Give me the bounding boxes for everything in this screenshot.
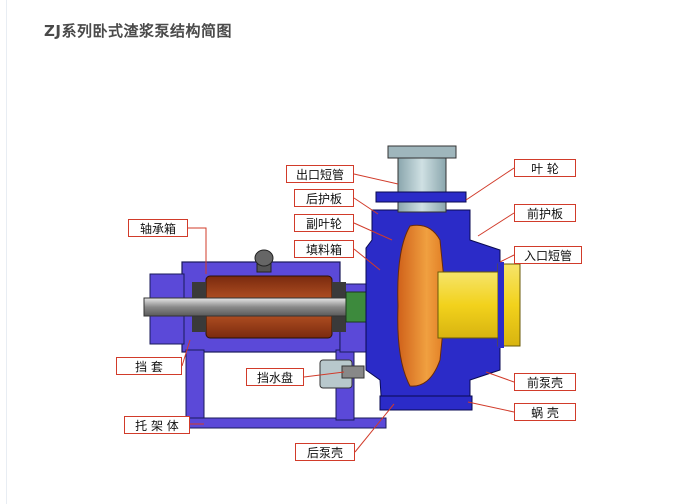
label-outlet-pipe: 出口短管 <box>286 165 354 183</box>
lifting-eye <box>254 249 274 273</box>
diagram-title: ZJ系列卧式渣浆泵结构简图 <box>44 22 232 40</box>
label-volute: 蜗 壳 <box>514 403 576 421</box>
label-aux-impeller: 副叶轮 <box>294 214 354 232</box>
label-front-guard: 前护板 <box>514 204 576 222</box>
label-rear-casing: 后泵壳 <box>295 443 355 461</box>
impeller-body <box>397 224 447 387</box>
label-sleeve: 挡 套 <box>116 357 182 375</box>
outlet-pipe <box>375 145 467 213</box>
label-front-casing: 前泵壳 <box>514 373 576 391</box>
label-packing-box: 填料箱 <box>294 240 354 258</box>
label-impeller: 叶 轮 <box>514 159 576 177</box>
leader-lines <box>181 167 515 453</box>
inlet-pipe <box>437 262 521 348</box>
left-edge-line <box>6 0 7 504</box>
label-bracket: 托 架 体 <box>124 416 190 434</box>
label-inlet-pipe: 入口短管 <box>514 246 582 264</box>
water-guard-disc <box>319 359 365 389</box>
label-bearing-box: 轴承箱 <box>128 219 188 237</box>
label-rear-guard: 后护板 <box>294 189 354 207</box>
label-water-guard: 挡水盘 <box>246 368 304 386</box>
